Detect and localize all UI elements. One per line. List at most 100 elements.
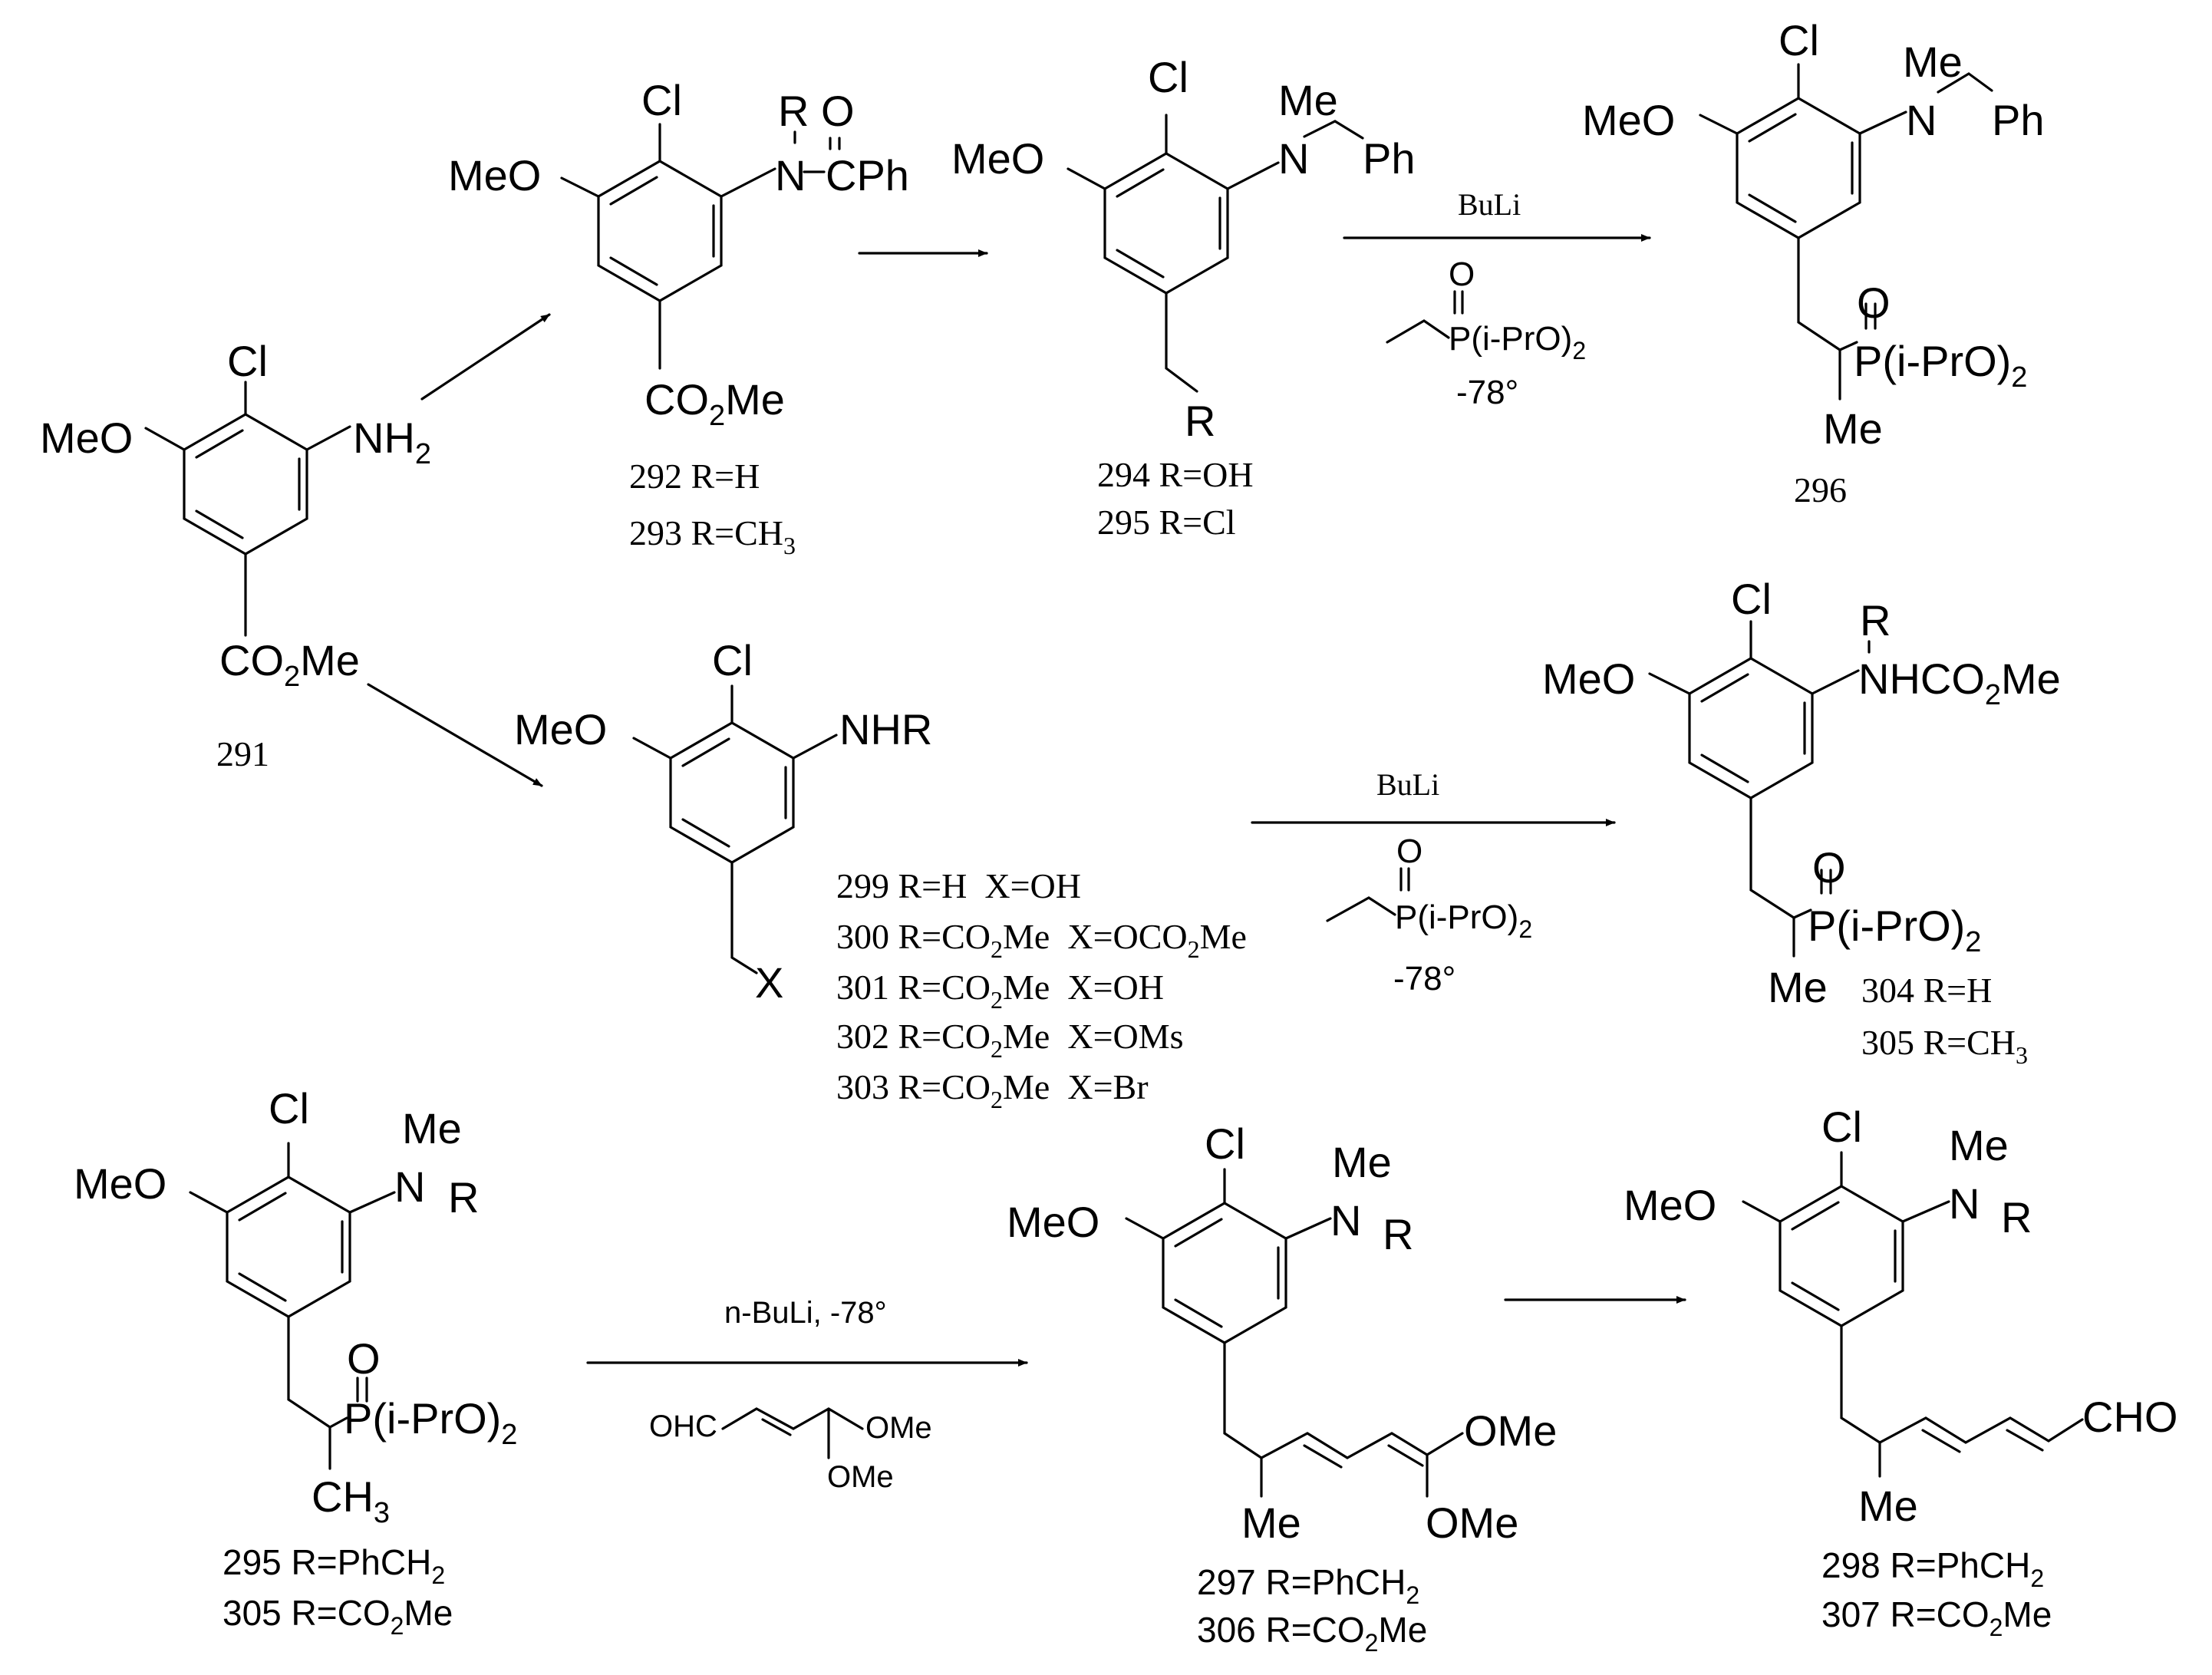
compound-label: 306 R=CO2Me bbox=[1197, 1610, 1427, 1657]
group-nhco2me: NHCO2Me bbox=[1858, 655, 2061, 711]
atom-me: Me bbox=[1768, 963, 1828, 1011]
benzene-ring bbox=[597, 160, 723, 302]
atom-cl: Cl bbox=[227, 337, 268, 385]
compound-label: 292 R=H bbox=[629, 457, 760, 496]
compound-label: 301 R=CO2Me X=OH bbox=[836, 968, 1164, 1014]
atom-me-n: Me bbox=[1903, 38, 1963, 86]
atom-cl: Cl bbox=[641, 76, 682, 124]
atom-meo: MeO bbox=[1582, 96, 1675, 144]
atom-me: Me bbox=[1278, 76, 1338, 124]
atom-n: N bbox=[394, 1162, 425, 1211]
atom-meo: MeO bbox=[1624, 1181, 1716, 1229]
reagent-phosphonate: P(i-PrO)2 bbox=[1395, 898, 1532, 943]
atom-me-n: Me bbox=[1332, 1138, 1392, 1186]
atom-cl: Cl bbox=[712, 636, 753, 684]
compound-295-305: Cl MeO Me N R O P(i-PrO)2 CH3 295 R=PhCH… bbox=[74, 1084, 517, 1640]
reagent-nbuli: n-BuLi, -78° bbox=[724, 1296, 887, 1330]
benzene-ring bbox=[1688, 657, 1814, 800]
bond-ome bbox=[144, 427, 186, 451]
atom-r: R bbox=[1185, 397, 1215, 445]
compound-291: Cl MeO NH2 CO2Me 291 bbox=[40, 337, 431, 773]
atom-n: N bbox=[1330, 1196, 1361, 1245]
benzene-ring bbox=[1736, 97, 1861, 239]
atom-me: Me bbox=[1858, 1482, 1918, 1530]
atom-nh2: NH2 bbox=[353, 414, 431, 470]
atom-cl: Cl bbox=[1731, 575, 1772, 623]
compound-299-303: Cl MeO NHR X 299 R=H X=OH 300 R=CO2Me X=… bbox=[514, 636, 1247, 1113]
atom-r: R bbox=[448, 1173, 479, 1222]
atom-n: N bbox=[1906, 96, 1937, 144]
group-phosphonate: P(i-PrO)2 bbox=[344, 1394, 517, 1451]
atom-n: N bbox=[775, 151, 806, 199]
atom-n: N bbox=[1278, 134, 1309, 183]
group-phosphonate: P(i-PrO)2 bbox=[1854, 337, 2027, 394]
atom-cl: Cl bbox=[269, 1084, 309, 1133]
compound-label: 305 R=CO2Me bbox=[223, 1593, 453, 1640]
atom-meo: MeO bbox=[448, 151, 541, 199]
compound-label: 294 R=OH bbox=[1097, 455, 1254, 494]
atom-ph: Ph bbox=[1992, 96, 2045, 144]
atom-meo: MeO bbox=[1007, 1198, 1099, 1246]
compound-292-293: Cl MeO R O N CPh CO2Me 292 R=H 293 R=CH3 bbox=[448, 76, 909, 559]
group-cho: CHO bbox=[2082, 1393, 2177, 1441]
benzene-ring bbox=[226, 1175, 351, 1318]
arrow-295-to-297: n-BuLi, -78° OHC OMe OMe bbox=[586, 1296, 1028, 1494]
compound-label: 305 R=CH3 bbox=[1861, 1023, 2028, 1069]
atom-n: N bbox=[1949, 1179, 1980, 1228]
benzene-ring bbox=[1779, 1185, 1904, 1327]
reaction-temperature: -78° bbox=[1456, 374, 1518, 411]
compound-label: 300 R=CO2Me X=OCO2Me bbox=[836, 917, 1247, 963]
atom-meo: MeO bbox=[951, 134, 1044, 183]
compound-296: Cl MeO Me N Ph O P(i-PrO)2 Me 296 bbox=[1582, 16, 2045, 509]
atom-o: O bbox=[347, 1334, 381, 1383]
arrow-299-to-304: BuLi O P(i-PrO)2 -78° bbox=[1251, 767, 1616, 997]
compound-294-295: Cl MeO Me N Ph R 294 R=OH 295 R=Cl bbox=[951, 53, 1416, 542]
atom-r: R bbox=[1383, 1210, 1413, 1258]
atom-meo: MeO bbox=[1542, 655, 1635, 703]
atom-me-n: Me bbox=[1949, 1121, 2009, 1169]
compound-297-306: Cl MeO Me N R Me OMe OMe 297 R=PhCH2 306… bbox=[1007, 1119, 1557, 1657]
reagent-ome-1: OMe bbox=[865, 1411, 932, 1445]
atom-meo: MeO bbox=[74, 1159, 166, 1208]
bond-nh2 bbox=[305, 425, 351, 451]
arrow-291-to-299 bbox=[367, 683, 543, 787]
ester-co2me: CO2Me bbox=[644, 375, 785, 432]
benzene-ring bbox=[669, 721, 795, 864]
atom-meo: MeO bbox=[40, 414, 133, 462]
compound-label: 303 R=CO2Me X=Br bbox=[836, 1067, 1149, 1113]
atom-o: O bbox=[821, 87, 855, 135]
group-ch3: CH3 bbox=[312, 1472, 390, 1529]
compound-label: 293 R=CH3 bbox=[629, 513, 796, 559]
reagent-phosphonate: P(i-PrO)2 bbox=[1449, 320, 1586, 364]
reagent-oxygen: O bbox=[1396, 833, 1422, 870]
atom-me: Me bbox=[1241, 1499, 1301, 1547]
benzene-ring bbox=[1162, 1202, 1287, 1344]
ome-2: OMe bbox=[1426, 1499, 1518, 1547]
reagent-buli: BuLi bbox=[1376, 767, 1439, 802]
reagent-ome-2: OMe bbox=[827, 1460, 894, 1494]
atom-r: R bbox=[778, 87, 809, 135]
benzene-ring bbox=[1103, 152, 1229, 295]
atom-o: O bbox=[1857, 279, 1891, 327]
compound-label: 298 R=PhCH2 bbox=[1821, 1545, 2044, 1592]
ome-1: OMe bbox=[1464, 1406, 1557, 1455]
atom-me: Me bbox=[402, 1104, 462, 1152]
compound-label: 295 R=PhCH2 bbox=[223, 1542, 445, 1589]
arrow-291-to-292 bbox=[420, 313, 551, 401]
ester-co2me: CO2Me bbox=[219, 636, 360, 693]
benzene-ring bbox=[183, 413, 308, 556]
atom-o: O bbox=[1812, 843, 1846, 892]
atom-me: Me bbox=[1823, 404, 1883, 453]
compound-label: 297 R=PhCH2 bbox=[1197, 1562, 1419, 1609]
atom-x: X bbox=[755, 958, 783, 1007]
arrow-294-to-296: BuLi O P(i-PrO)2 -78° bbox=[1343, 187, 1651, 411]
atom-cl: Cl bbox=[1148, 53, 1188, 101]
atom-meo: MeO bbox=[514, 705, 607, 753]
compound-label: 302 R=CO2Me X=OMs bbox=[836, 1017, 1184, 1063]
compound-label: 299 R=H X=OH bbox=[836, 866, 1081, 905]
compound-304-305: Cl MeO R NHCO2Me O P(i-PrO)2 Me 304 R=H … bbox=[1542, 575, 2061, 1069]
atom-cl: Cl bbox=[1205, 1119, 1245, 1168]
reagent-ohc: OHC bbox=[649, 1410, 717, 1443]
atom-cl: Cl bbox=[1821, 1103, 1862, 1151]
